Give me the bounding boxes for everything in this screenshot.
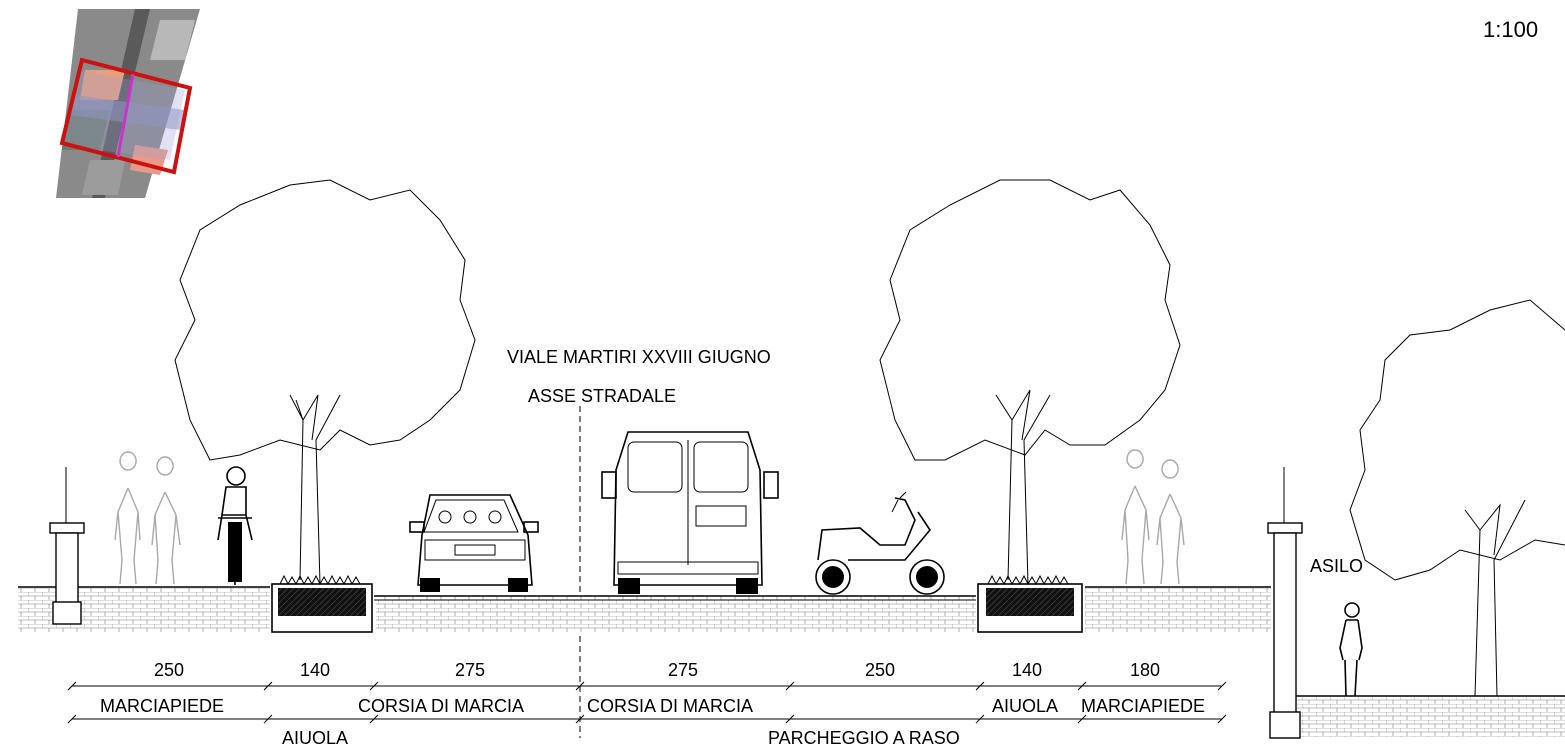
dim-name-5: PARCHEGGIO A RASO bbox=[768, 728, 960, 748]
scooter-icon bbox=[815, 491, 945, 595]
ground-section bbox=[18, 574, 1565, 737]
key-plan-map bbox=[56, 9, 200, 198]
dim-value-1: 250 bbox=[154, 660, 184, 680]
dimension-row-1 bbox=[67, 681, 1227, 691]
dim-name-2: AIUOLA bbox=[282, 728, 348, 748]
key-plan-frame bbox=[59, 57, 193, 175]
cyclist-icon bbox=[217, 466, 253, 585]
dim-name-3: CORSIA DI MARCIA bbox=[358, 696, 524, 716]
fence-post-left bbox=[49, 467, 85, 625]
dim-name-7: MARCIAPIEDE bbox=[1081, 696, 1205, 716]
pedestrian-icon bbox=[1339, 602, 1363, 697]
dim-name-6: AIUOLA bbox=[992, 696, 1058, 716]
section-cut-line bbox=[116, 73, 135, 158]
pedestrian-icon bbox=[114, 451, 181, 585]
dim-value-5: 250 bbox=[865, 660, 895, 680]
street-name: VIALE MARTIRI XXVIII GIUGNO bbox=[507, 347, 771, 367]
scale-label: 1:100 bbox=[1483, 17, 1538, 42]
dim-value-6: 140 bbox=[1012, 660, 1042, 680]
dim-name-4: CORSIA DI MARCIA bbox=[587, 696, 753, 716]
car-icon bbox=[409, 494, 539, 592]
dim-value-2: 140 bbox=[300, 660, 330, 680]
tree-icon bbox=[1349, 299, 1565, 697]
tree-icon bbox=[174, 179, 476, 585]
tree-icon bbox=[879, 179, 1181, 585]
dim-value-4: 275 bbox=[668, 660, 698, 680]
fence-post-right bbox=[1267, 467, 1303, 739]
van-icon bbox=[601, 431, 779, 594]
axis-label: ASSE STRADALE bbox=[528, 386, 676, 406]
building-label: ASILO bbox=[1310, 556, 1363, 576]
dim-value-3: 275 bbox=[455, 660, 485, 680]
dim-name-1: MARCIAPIEDE bbox=[100, 696, 224, 716]
dim-value-7: 180 bbox=[1130, 660, 1160, 680]
dimension-row-2 bbox=[67, 714, 1227, 724]
pedestrian-icon bbox=[1121, 449, 1185, 585]
